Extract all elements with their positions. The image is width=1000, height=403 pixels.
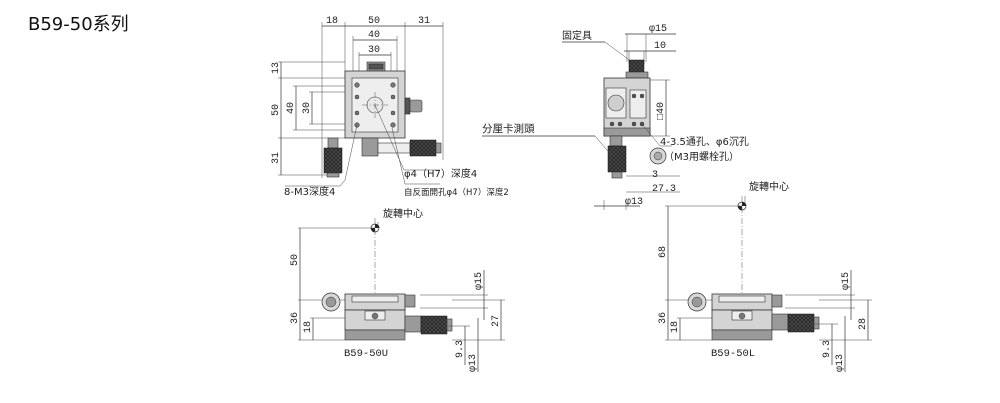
dim-l-phi15: φ15 [841, 272, 852, 290]
rotation-label-l: 旋轉中心 [749, 180, 789, 193]
dim-u-36: 36 [290, 312, 301, 324]
dim-left-31: 31 [271, 152, 282, 164]
dim-side-phi15: φ15 [649, 24, 667, 35]
micrometer-y [323, 147, 343, 174]
dim-u-9-3: 9.3 [455, 340, 466, 358]
dim-l-phi13: φ13 [835, 354, 846, 372]
label-micrometer: 分厘卡測頭 [482, 122, 535, 136]
dim-side-phi13: φ13 [625, 197, 643, 208]
dim-l-9-3: 9.3 [822, 340, 833, 358]
micrometer-x [409, 139, 437, 157]
top-view: 18 50 31 40 30 13 50 40 30 31 [271, 16, 509, 198]
rotation-label-u: 旋轉中心 [383, 207, 423, 220]
callout-tapped: 8-M3深度4 [284, 185, 335, 198]
dim-top-50: 50 [368, 16, 380, 27]
side-knob [409, 99, 423, 113]
dim-left-40: 40 [286, 102, 297, 114]
dim-side-27-3: 27.3 [652, 184, 676, 195]
dim-side-10: 10 [654, 41, 666, 52]
front-view-u: 旋轉中心 50 36 18 φ15 [290, 207, 505, 372]
dim-side-sq40: □40 [656, 102, 667, 120]
callout-holes: 4-3.5通孔、φ6沉孔 [660, 135, 749, 148]
dim-u-phi15: φ15 [474, 272, 485, 290]
dim-u-27: 27 [491, 315, 502, 327]
model-u: B59-50U [344, 348, 388, 360]
callout-bolt: （M3用螺栓孔） [664, 150, 739, 163]
dim-u-50: 50 [290, 254, 301, 266]
dim-l-18: 18 [670, 321, 681, 333]
side-view: 固定具 φ15 10 □40 [482, 24, 749, 210]
dim-top-30: 30 [368, 45, 380, 56]
front-view-l: 旋轉中心 68 36 18 φ15 28 [658, 180, 872, 372]
page-title: B59-50系列 [28, 14, 129, 35]
model-l: B59-50L [711, 348, 755, 360]
dim-top-40: 40 [368, 30, 380, 41]
dim-l-68: 68 [658, 246, 669, 258]
dim-top-31: 31 [418, 16, 430, 27]
dim-left-13: 13 [271, 62, 282, 74]
label-fixing: 固定具 [562, 29, 592, 42]
dim-top-18: 18 [326, 16, 338, 27]
dim-u-18: 18 [303, 321, 314, 333]
callout-back-hole: 自反面開孔φ4（H7）深度2 [404, 187, 509, 198]
dim-left-30: 30 [302, 102, 313, 114]
dim-l-28: 28 [858, 318, 869, 330]
dim-l-36: 36 [658, 312, 669, 324]
callout-hole: φ4（H7）深度4 [404, 167, 477, 180]
dim-u-phi13: φ13 [468, 354, 479, 372]
dim-left-50: 50 [271, 104, 282, 116]
dim-side-3: 3 [652, 170, 658, 181]
